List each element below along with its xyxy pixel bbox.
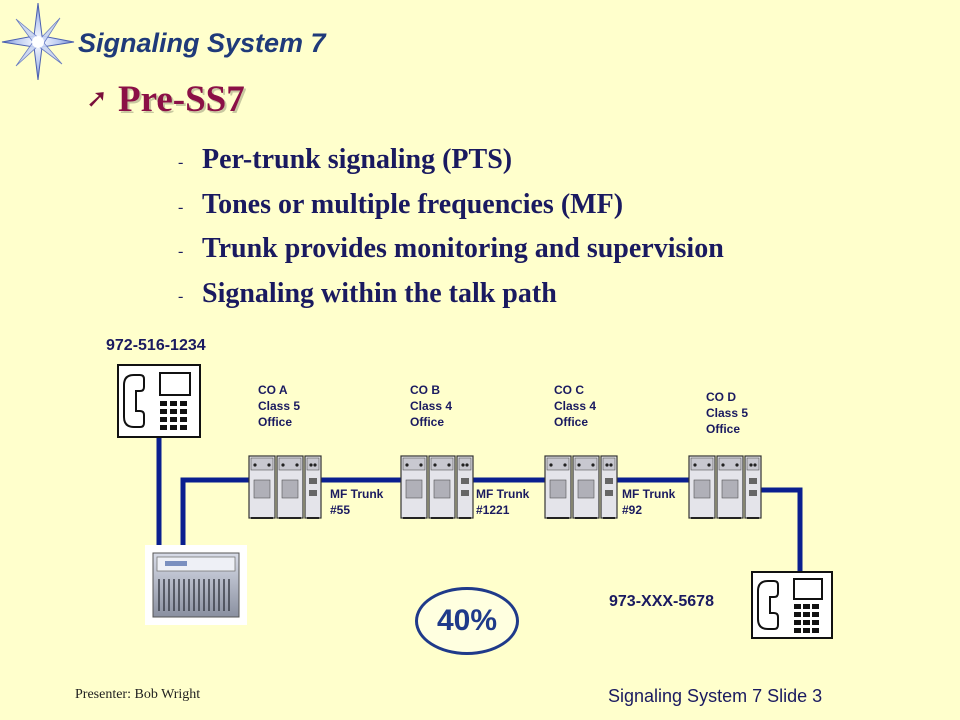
trunk-label-55: MF Trunk #55 bbox=[330, 486, 383, 518]
phone-number-left: 972-516-1234 bbox=[106, 337, 206, 354]
list-item-text: Signaling within the talk path bbox=[202, 277, 557, 309]
dash-bullet: - bbox=[178, 154, 184, 172]
office-type: Office bbox=[706, 422, 741, 436]
trunk-number: #55 bbox=[330, 503, 351, 517]
office-label-co-b: CO B Class 4 Office bbox=[410, 382, 452, 430]
list-item-text: Per-trunk signaling (PTS) bbox=[202, 144, 513, 176]
switch-cabinet-co-c bbox=[544, 455, 618, 519]
list-item: -Trunk provides monitoring and supervisi… bbox=[178, 227, 724, 272]
trunk-label: MF Trunk bbox=[622, 487, 676, 501]
office-class: Class 4 bbox=[410, 399, 453, 413]
list-item: -Signaling within the talk path bbox=[178, 272, 724, 317]
pbx-equipment-icon bbox=[145, 545, 247, 625]
trunk-label-92: MF Trunk #92 bbox=[622, 486, 675, 518]
trunk-lines bbox=[156, 438, 803, 572]
switch-cabinet-co-a bbox=[248, 455, 322, 519]
switch-cabinet-co-b bbox=[400, 455, 474, 519]
office-class: Class 5 bbox=[706, 406, 749, 420]
office-class: Class 4 bbox=[554, 399, 597, 413]
telephone-icon bbox=[751, 571, 833, 639]
list-item-text: Trunk provides monitoring and supervisio… bbox=[202, 233, 724, 265]
office-type: Office bbox=[258, 415, 293, 429]
dash-bullet: - bbox=[178, 198, 184, 216]
list-item: -Per-trunk signaling (PTS) bbox=[178, 138, 724, 183]
dash-bullet: - bbox=[178, 243, 184, 261]
list-item: -Tones or multiple frequencies (MF) bbox=[178, 183, 724, 228]
sub-bullet-list: -Per-trunk signaling (PTS) -Tones or mul… bbox=[178, 138, 724, 316]
switch-cabinet-co-d bbox=[688, 455, 762, 519]
phone-number-right: 973-XXX-5678 bbox=[609, 593, 714, 610]
trunk-number: #92 bbox=[622, 503, 643, 517]
trunk-number: #1221 bbox=[476, 503, 510, 517]
starburst-logo-icon bbox=[1, 2, 75, 81]
trunk-label: MF Trunk bbox=[476, 487, 530, 501]
progress-oval-badge: 40% bbox=[415, 587, 519, 655]
office-label-co-a: CO A Class 5 Office bbox=[258, 382, 300, 430]
office-class: Class 5 bbox=[258, 399, 301, 413]
office-label-co-d: CO D Class 5 Office bbox=[706, 389, 748, 437]
bullet-arrow-icon: ➚ bbox=[86, 84, 108, 114]
trunk-label-1221: MF Trunk #1221 bbox=[476, 486, 529, 518]
slide-number-footer: Signaling System 7 Slide 3 bbox=[608, 686, 823, 706]
trunk-label: MF Trunk bbox=[330, 487, 384, 501]
office-type: Office bbox=[554, 415, 589, 429]
office-label-co-c: CO C Class 4 Office bbox=[554, 382, 596, 430]
main-heading: Pre-SS7 bbox=[118, 79, 245, 120]
telephone-icon bbox=[117, 364, 201, 438]
list-item-text: Tones or multiple frequencies (MF) bbox=[202, 188, 624, 220]
office-name: CO B bbox=[410, 383, 440, 397]
office-name: CO A bbox=[258, 383, 288, 397]
dash-bullet: - bbox=[178, 287, 184, 305]
header-title: Signaling System 7 bbox=[78, 28, 326, 58]
office-type: Office bbox=[410, 415, 445, 429]
office-name: CO D bbox=[706, 390, 736, 404]
office-name: CO C bbox=[554, 383, 584, 397]
presenter-footer: Presenter: Bob Wright bbox=[75, 687, 201, 702]
